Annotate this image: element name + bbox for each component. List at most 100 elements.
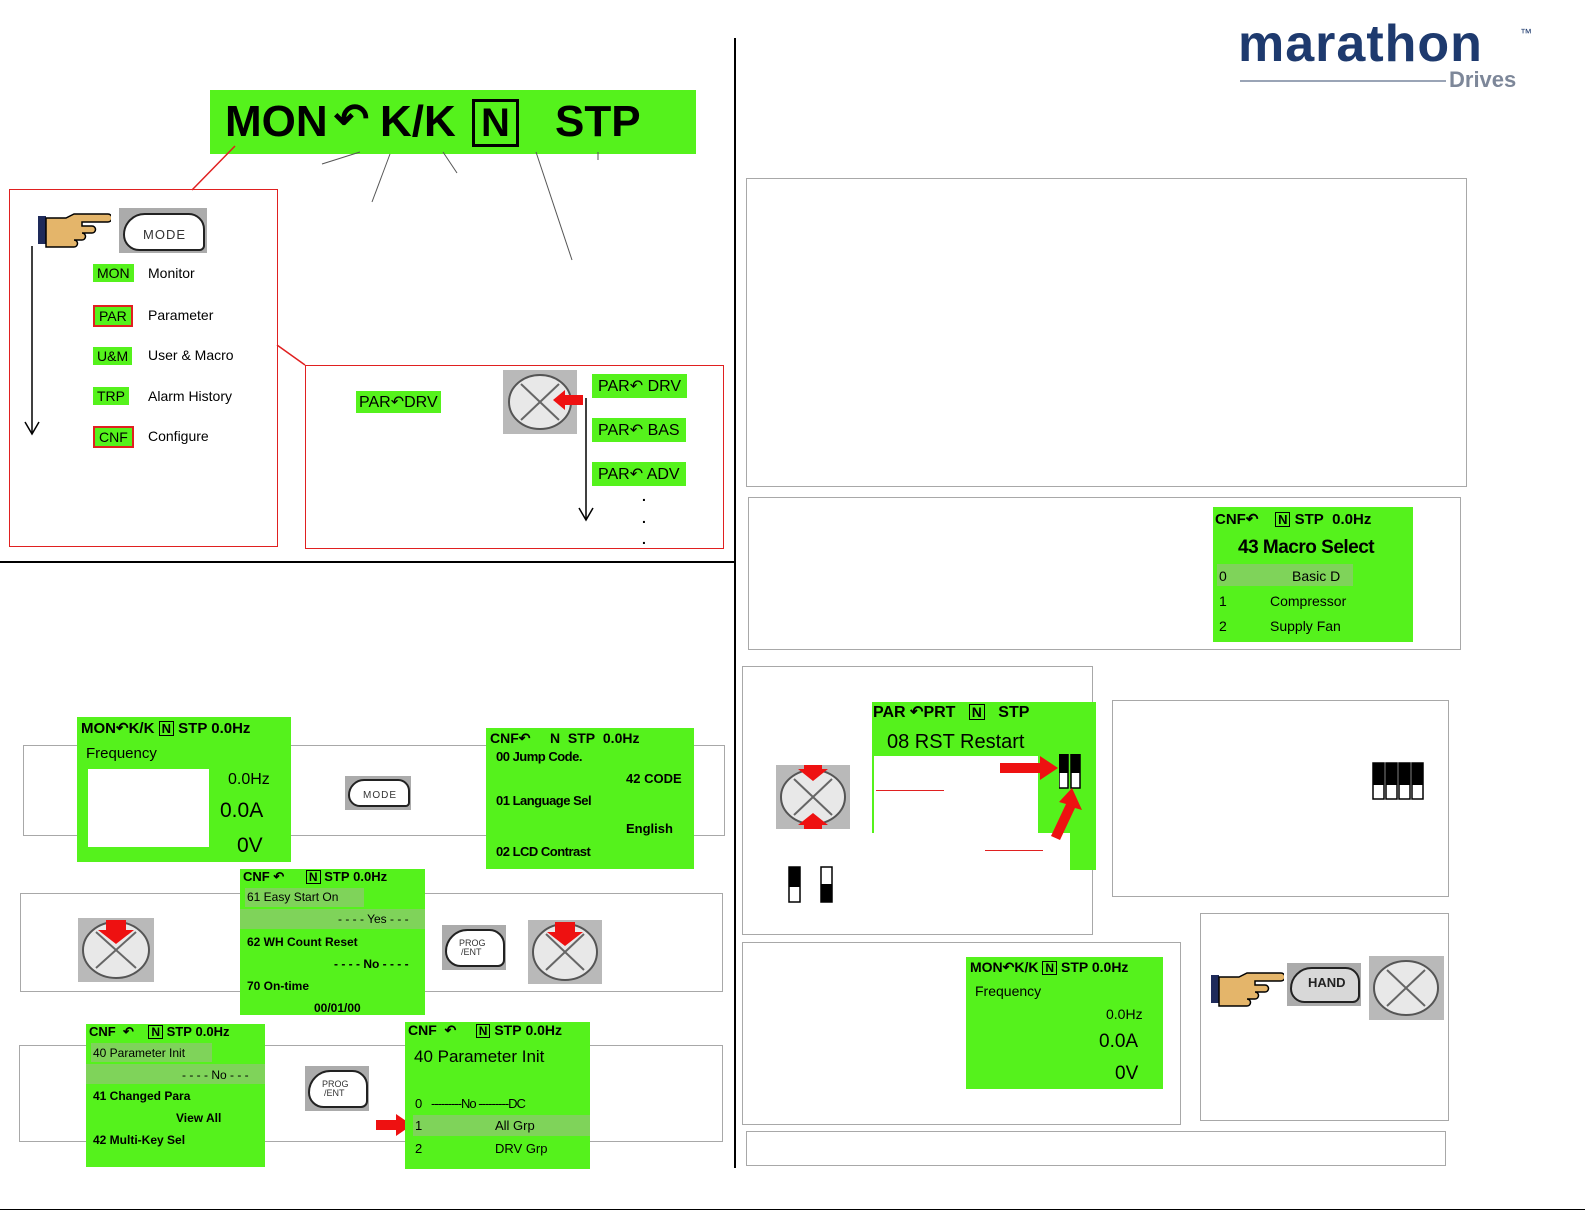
prog-key-2[interactable]: PROG /ENT <box>305 1066 369 1111</box>
lcd-macro-opt2-num: 2 <box>1219 618 1227 634</box>
nav-knob-down-2[interactable] <box>528 920 602 984</box>
lcd-easy-start-line3: 62 WH Count Reset <box>247 935 358 949</box>
lcd-param-init-sel-highlight <box>413 1115 590 1136</box>
main-mode-indicator: N <box>472 99 519 147</box>
par-group-drv-return-icon: ↶ <box>629 378 644 395</box>
lcd-param-init-list-sel1 <box>91 1043 212 1062</box>
brand-name: marathon <box>1238 15 1483 73</box>
lcd-cnf-jump-line3: 01 Language Sel <box>496 793 592 808</box>
mode-key-label: MODE <box>143 227 186 242</box>
lcd-cnf-jump: CNF↶ N STP 0.0Hz 00 Jump Code. 42 CODE 0… <box>486 728 694 869</box>
lcd-param-init-list-top: CNF ↶ N STP 0.0Hz <box>89 1024 230 1039</box>
horizontal-divider <box>0 561 736 563</box>
lcd-easy-start-sel1 <box>245 888 364 907</box>
prog-key-1[interactable]: PROG /ENT <box>442 925 506 970</box>
pointing-hand-icon <box>38 213 111 248</box>
prog-key-2-face <box>308 1070 368 1108</box>
par-current: PAR↶DRV <box>356 391 441 413</box>
lcd-easy-start-line6: 00/01/00 <box>314 1001 361 1015</box>
lcd-param-init-list-sel2 <box>86 1064 265 1084</box>
lcd-monitor2-v2: 0.0A <box>1099 1031 1139 1052</box>
mode-code-cnf: CNF <box>93 426 134 448</box>
mode-code-um: U&M <box>93 347 133 365</box>
par-dot-3: . <box>642 531 646 547</box>
par-down-arrow-icon <box>578 398 594 522</box>
lcd-monitor-top: MON↶K/K N STP 0.0Hz <box>81 720 251 737</box>
lcd-cnf-jump-line5: 02 LCD Contrast <box>496 844 591 859</box>
lcd-monitor: MON↶K/K N STP 0.0Hz Frequency 0.0Hz 0.0A… <box>77 717 291 862</box>
par-group-adv-mode: PAR <box>598 466 630 483</box>
vertical-divider <box>734 38 736 1168</box>
nav-knob-icon <box>508 374 572 430</box>
lcd-param-init-list-line5: 42 Multi-Key Sel <box>93 1133 186 1147</box>
callout-lines <box>191 145 599 366</box>
par-dot-2: . <box>642 510 646 526</box>
brand-sub: Drives <box>1449 67 1517 92</box>
red-arrow-left-icon <box>553 390 583 410</box>
lcd-macro-opt0: Basic D <box>1292 568 1341 584</box>
par-group-drv-mode: PAR <box>598 378 630 395</box>
lcd-param-init-sel-opt0: ---------No ---------DC <box>431 1096 526 1111</box>
lcd-param-init-sel-opt2-num: 2 <box>415 1141 423 1156</box>
lcd-monitor2-title: Frequency <box>975 983 1042 999</box>
lcd-param-init-sel: CNF ↶ N STP 0.0Hz 40 Parameter Init 0 --… <box>405 1022 590 1169</box>
red-arrow-dip-right-icon <box>1000 756 1058 780</box>
lcd-macro-opt2: Supply Fan <box>1270 618 1341 634</box>
dip-switch-single-b-icon <box>820 866 833 903</box>
par-dot-1: . <box>642 488 646 504</box>
mode-key[interactable]: MODE <box>119 208 207 253</box>
nav-knob-hand[interactable] <box>1369 956 1444 1020</box>
par-current-mode: PAR <box>359 394 391 411</box>
brand-logo: marathon ™ Drives <box>1238 14 1538 94</box>
pointing-hand-2-icon <box>1211 972 1284 1007</box>
par-group-adv-return-icon: ↶ <box>629 466 644 483</box>
par-group-bas-mode: PAR <box>598 422 630 439</box>
lcd-monitor2-v3: 0V <box>1115 1063 1139 1084</box>
lcd-macro-opt1: Compressor <box>1270 593 1347 609</box>
lcd-rst-title: 08 RST Restart <box>887 731 1025 753</box>
lcd-easy-start-sel2 <box>240 909 425 929</box>
info-box-top <box>746 178 1467 487</box>
lcd-param-init-list-line2: - - - - No - - - <box>182 1068 249 1082</box>
par-group-bas-return-icon: ↶ <box>629 422 644 439</box>
par-group-drv-name: DRV <box>647 378 682 395</box>
lcd-param-init-list-line4: View All <box>176 1111 222 1125</box>
par-group-adv-name: ADV <box>646 466 680 483</box>
nav-knob-updown[interactable] <box>776 761 850 833</box>
mode-key-small-label: MODE <box>363 790 397 801</box>
par-current-return-icon: ↶ <box>390 394 405 411</box>
lcd-monitor-v2: 0.0A <box>220 799 264 822</box>
lcd-macro-opt1-num: 1 <box>1219 593 1227 609</box>
lcd-macro-highlight <box>1217 564 1353 586</box>
lcd-easy-start-line2: - - - - Yes - - - <box>338 912 409 926</box>
lcd-macro: CNF↶ N STP 0.0Hz 43 Macro Select 0 Basic… <box>1213 507 1413 642</box>
lcd-monitor-blank <box>88 769 209 847</box>
prog-key-1-line2: /ENT <box>461 947 482 957</box>
lcd-monitor2-v1: 0.0Hz <box>1106 1006 1143 1022</box>
lcd-monitor2-top: MON↶K/K N STP 0.0Hz <box>970 959 1129 975</box>
par-group-bas-name: BAS <box>647 422 680 439</box>
lcd-rst-red-line-2 <box>985 850 1043 851</box>
nav-knob-down-1[interactable] <box>78 918 154 982</box>
lcd-rst-red-line-1 <box>876 790 944 791</box>
main-display: MON ↶ K/K N STP <box>210 90 696 154</box>
mode-label-cnf: Configure <box>148 428 209 444</box>
prog-key-2-line2: /ENT <box>324 1088 345 1098</box>
main-mode: MON <box>225 97 328 146</box>
red-arrow-right-icon <box>376 1114 412 1136</box>
lcd-param-init-sel-title: 40 Parameter Init <box>414 1047 545 1066</box>
par-current-group: DRV <box>404 394 438 411</box>
lcd-param-init-sel-opt0-num: 0 <box>415 1096 423 1111</box>
lcd-param-init-list: CNF ↶ N STP 0.0Hz 40 Parameter Init - - … <box>86 1024 265 1167</box>
mode-label-trp: Alarm History <box>148 388 233 404</box>
mode-menu-panel <box>9 189 278 547</box>
lcd-monitor-v1: 0.0Hz <box>228 771 270 788</box>
bottom-rule <box>0 1209 1585 1210</box>
lcd-easy-start-line1: 61 Easy Start On <box>247 890 339 904</box>
nav-knob-updown-icon <box>780 761 846 833</box>
hand-key[interactable]: HAND <box>1287 963 1361 1006</box>
prog-key-1-face <box>445 929 505 967</box>
lcd-rst: PAR ↶PRT N STP 08 RST Restart <box>872 702 1096 870</box>
par-group-panel <box>305 365 724 549</box>
mode-key-small[interactable]: MODE <box>345 776 411 810</box>
